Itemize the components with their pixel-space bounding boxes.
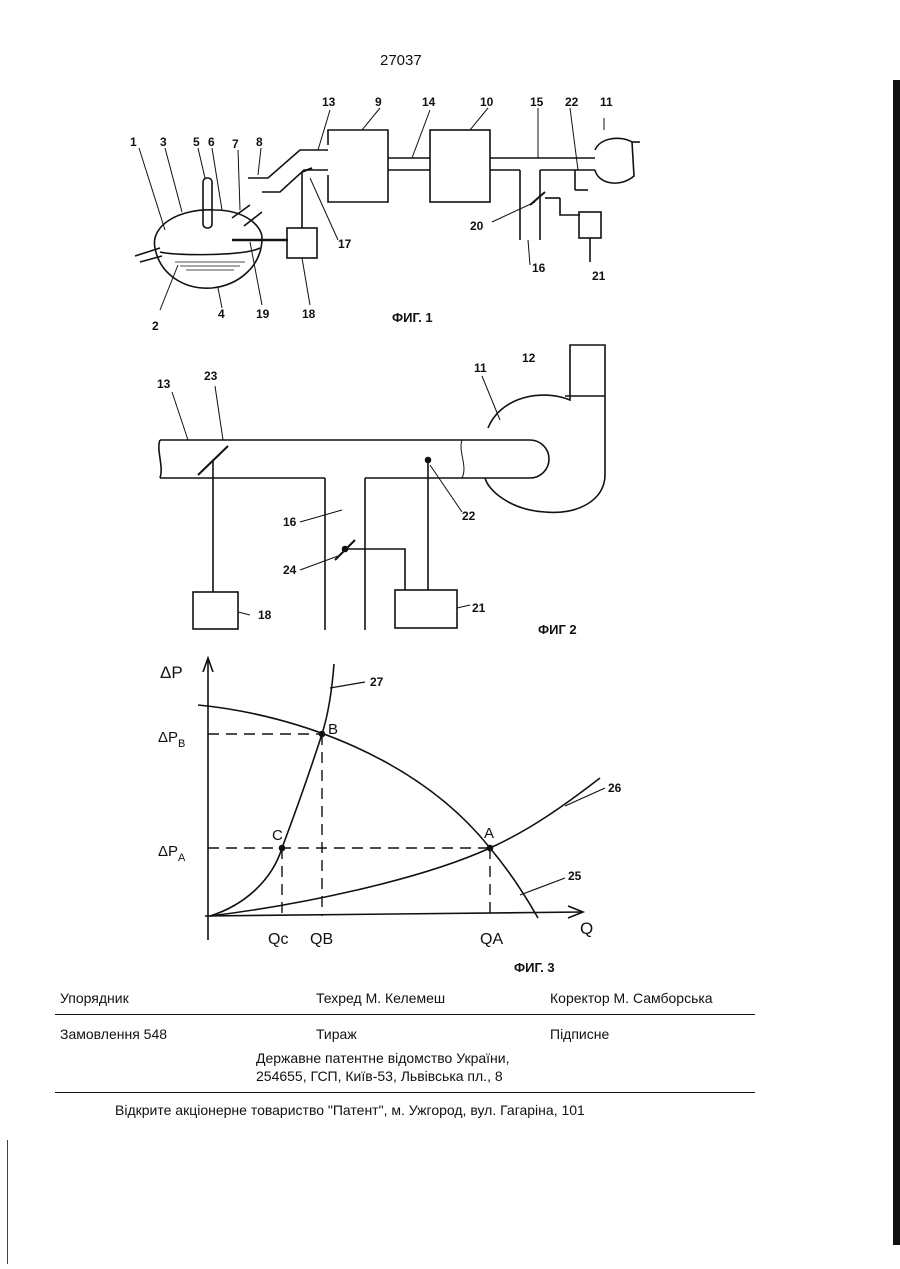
fig2-label-13: 13 [157, 377, 171, 391]
fig1-duct-lower [262, 170, 328, 192]
fig1-tube [203, 178, 212, 228]
fig3-axis-y-label: ΔP [160, 663, 183, 682]
fig2-label-22: 22 [462, 509, 476, 523]
fig3-curve-label-25: 25 [568, 869, 582, 883]
fig1-label-15: 15 [530, 95, 544, 109]
fig3-tick-qc: Qc [268, 931, 288, 948]
footer-order: Замовлення 548 [60, 1026, 167, 1042]
fig1-label-3: 3 [160, 135, 167, 149]
fig2-label-12: 12 [522, 351, 536, 365]
fig1-box-9 [328, 130, 388, 202]
fig1-label-19: 19 [256, 307, 270, 321]
footer-subscription: Підписне [550, 1026, 609, 1042]
footer-rule-1 [55, 1014, 755, 1015]
fig3-curve-27 [210, 664, 334, 916]
fig1-caption: ФИГ. 1 [392, 310, 433, 325]
fig1-label-8: 8 [256, 135, 263, 149]
fig1-label-11: 11 [600, 95, 613, 109]
fig1-fan [595, 138, 634, 183]
footer-office-line-1: Державне патентне відомство України, [256, 1050, 510, 1066]
fig1-label-6: 6 [208, 135, 215, 149]
fig1-label-20: 20 [470, 219, 484, 233]
fig2-label-21: 21 [472, 601, 486, 615]
fig1-box-10 [430, 130, 490, 202]
fig3-caption: ФИГ. 3 [514, 960, 555, 975]
footer-rule-2 [55, 1092, 755, 1093]
fig3-point-b: B [328, 721, 338, 738]
fig1-label-2: 2 [152, 319, 159, 333]
fig2-box-21 [395, 590, 457, 628]
fig1-label-22: 22 [565, 95, 579, 109]
fig1-label-14: 14 [422, 95, 436, 109]
fig3-curve-label-26: 26 [608, 781, 622, 795]
fig3-axis-x-label: Q [580, 919, 593, 938]
scan-left-line [7, 1140, 8, 1264]
fig3-curve-26 [210, 778, 600, 916]
fig1-label-21: 21 [592, 269, 606, 283]
fig2-label-11: 11 [474, 361, 487, 375]
fig3-graph [198, 658, 605, 940]
fig1-label-13: 13 [322, 95, 336, 109]
footer-office-line-2: 254655, ГСП, Київ-53, Львівська пл., 8 [256, 1068, 503, 1084]
fig1-box-21 [579, 212, 601, 238]
fig1-drawing [135, 130, 640, 288]
fig3-point-a: A [484, 825, 494, 842]
fig3-tick-dp-a: ΔPA [158, 843, 186, 864]
fig2-label-24: 24 [283, 563, 297, 577]
fig3-tick-dp-b: ΔPB [158, 729, 185, 750]
fig3-curve-25 [198, 705, 538, 918]
fig2-label-23: 23 [204, 369, 218, 383]
fig2-main-duct [160, 440, 549, 478]
footer-publisher: Відкрите акціонерне товариство "Патент",… [115, 1102, 585, 1118]
fig3-tick-qb: QB [310, 931, 333, 948]
fig1-label-4: 4 [218, 307, 225, 321]
fig2-drawing [159, 345, 605, 630]
fig1-label-16: 16 [532, 261, 546, 275]
fig1-label-7: 7 [232, 137, 239, 151]
fig1-label-5: 5 [193, 135, 200, 149]
fig2-leaders [172, 376, 500, 615]
footer-techred: Техред М. Келемеш [316, 990, 445, 1006]
fig1-neck [232, 205, 262, 226]
fig1-label-9: 9 [375, 95, 382, 109]
fig1-box-18 [287, 228, 317, 258]
fig1-label-17: 17 [338, 237, 352, 251]
fig2-label-16: 16 [283, 515, 297, 529]
fig1-vessel [154, 210, 262, 288]
figures-canvas: 1 2 3 4 5 6 7 8 19 18 13 17 9 14 10 15 2… [0, 0, 900, 990]
footer-circulation: Тираж [316, 1026, 357, 1042]
fig2-caption: ФИГ 2 [538, 622, 577, 637]
fig1-label-1: 1 [130, 135, 137, 149]
footer-compiler: Упорядник [60, 990, 129, 1006]
footer-corrector: Коректор М. Самборська [550, 990, 713, 1006]
fig3-x-axis [205, 912, 582, 916]
fig3-tick-qa: QA [480, 931, 503, 948]
fig1-label-10: 10 [480, 95, 494, 109]
fig3-point-c: C [272, 827, 283, 844]
fig2-label-18: 18 [258, 608, 272, 622]
fig3-curve-label-27: 27 [370, 675, 384, 689]
fig1-label-18: 18 [302, 307, 316, 321]
fig2-fan-housing [485, 345, 605, 512]
fig2-box-18 [193, 592, 238, 629]
fig1-liquid-line [160, 248, 260, 255]
